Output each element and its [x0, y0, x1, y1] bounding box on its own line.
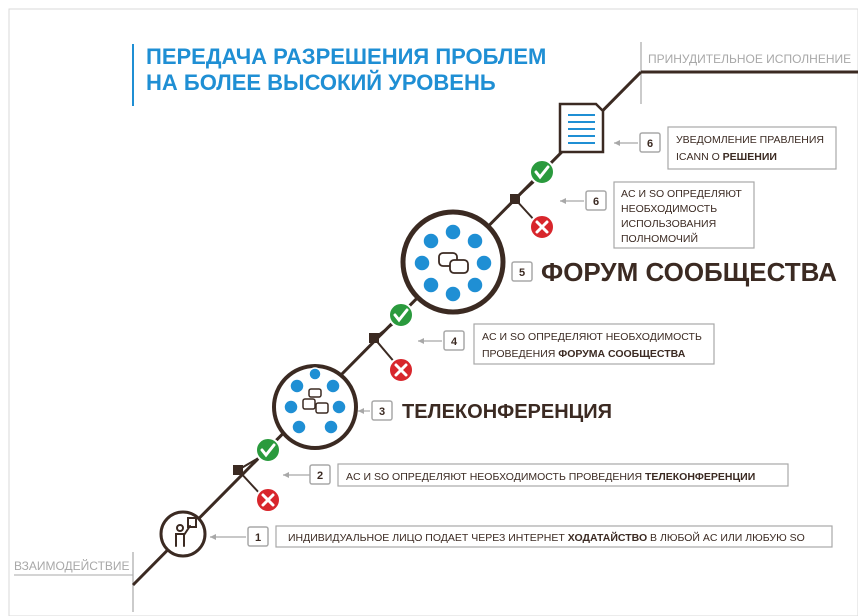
branch-no-2 [373, 337, 397, 365]
cross-icon [255, 487, 281, 513]
step-2-callout: 2 AC И SO ОПРЕДЕЛЯЮТ НЕОБХОДИМОСТЬ ПРОВЕ… [283, 463, 789, 487]
step-6b-number: 6 [647, 138, 653, 150]
step-1-callout: 1 ИНДИВИДУАЛЬНОЕ ЛИЦО ПОДАЕТ ЧЕРЕЗ ИНТЕР… [210, 525, 833, 548]
branch-no-1 [237, 469, 263, 497]
title-line-1: ПЕРЕДАЧА РАЗРЕШЕНИЯ ПРОБЛЕМ [146, 44, 546, 69]
cross-icon [529, 214, 555, 240]
step-3-label: ТЕЛЕКОНФЕРЕНЦИЯ [402, 401, 612, 423]
step-6b-line-1: УВЕДОМЛЕНИЕ ПРАВЛЕНИЯ [676, 134, 824, 146]
teleconference-node [272, 364, 358, 450]
step-3-number: 3 [379, 406, 385, 418]
step-1-number: 1 [255, 532, 261, 544]
branch-yes-1 [237, 455, 263, 471]
step-6a-line-4: ПОЛНОМОЧИЙ [621, 232, 698, 245]
person-raising-hand-icon [175, 517, 197, 547]
step-2-number: 2 [317, 470, 323, 482]
check-icon [529, 159, 555, 185]
community-forum-icon [413, 223, 493, 303]
petitioner-node [159, 510, 207, 558]
step-6a-line-1: AC И SO ОПРЕДЕЛЯЮТ [621, 188, 742, 200]
edge-label-top: ПРИНУДИТЕЛЬНОЕ ИСПОЛНЕНИЕ [648, 52, 851, 66]
step-4-line-1: AC И SO ОПРЕДЕЛЯЮТ НЕОБХОДИМОСТЬ [482, 331, 702, 343]
branch-yes-3 [514, 179, 537, 200]
step-4-line-2: ПРОВЕДЕНИЯ ФОРУМА СООБЩЕСТВА [482, 348, 686, 360]
teleconference-icon [283, 367, 347, 435]
step-6b-line-2: ICANN О РЕШЕНИИ [676, 151, 777, 163]
page-frame [8, 8, 858, 616]
step-6a-line-2: НЕОБХОДИМОСТЬ [621, 203, 717, 215]
step-5-label: ФОРУМ СООБЩЕСТВА [541, 257, 837, 287]
step-3-callout: 3 ТЕЛЕКОНФЕРЕНЦИЯ [358, 400, 612, 423]
step-6b-callout: 6 УВЕДОМЛЕНИЕ ПРАВЛЕНИЯ ICANN О РЕШЕНИИ [614, 126, 837, 170]
step-5-number: 5 [519, 267, 525, 279]
step-4-number: 4 [451, 336, 458, 348]
step-5-callout: 5 ФОРУМ СООБЩЕСТВА [511, 257, 837, 287]
step-6a-line-3: ИСПОЛЬЗОВАНИЯ [621, 218, 716, 230]
document-icon [558, 102, 605, 154]
step-2-text: AC И SO ОПРЕДЕЛЯЮТ НЕОБХОДИМОСТЬ ПРОВЕДЕ… [346, 471, 755, 483]
edge-label-bottom: ВЗАИМОДЕЙСТВИЕ [14, 558, 130, 573]
step-6a-callout: 6 AC И SO ОПРЕДЕЛЯЮТ НЕОБХОДИМОСТЬ ИСПОЛ… [560, 181, 755, 249]
step-4-callout: 4 AC И SO ОПРЕДЕЛЯЮТ НЕОБХОДИМОСТЬ ПРОВЕ… [418, 323, 715, 365]
forum-node [400, 209, 506, 315]
check-icon [388, 302, 414, 328]
cross-icon [388, 357, 414, 383]
check-icon [255, 437, 281, 463]
step-1-text: ИНДИВИДУАЛЬНОЕ ЛИЦО ПОДАЕТ ЧЕРЕЗ ИНТЕРНЕ… [288, 531, 805, 544]
step-6a-number: 6 [593, 196, 599, 208]
title-line-2: НА БОЛЕЕ ВЫСОКИЙ УРОВЕНЬ [146, 70, 496, 95]
